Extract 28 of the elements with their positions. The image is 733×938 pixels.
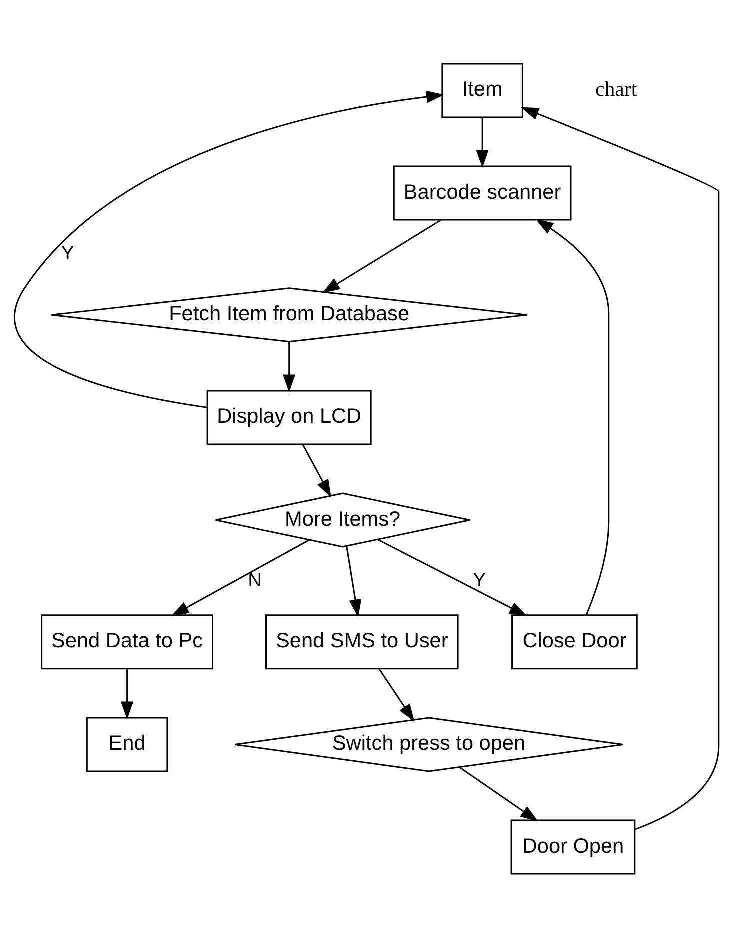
- edge-label: Y: [473, 570, 486, 592]
- arrow: [536, 219, 610, 616]
- node-box: Door Open: [510, 820, 636, 875]
- node-box: End: [86, 717, 168, 772]
- edge-label: N: [248, 570, 262, 592]
- arrow: [378, 668, 415, 722]
- node-box: Display on LCD: [206, 390, 372, 446]
- arrow: [322, 220, 442, 294]
- node-box: Send SMS to User: [266, 614, 459, 670]
- edge-label: Y: [61, 243, 74, 264]
- arrow: [283, 342, 296, 393]
- arrow: [346, 546, 362, 618]
- arrow: [476, 118, 489, 168]
- node-diamond: Switch press to open: [234, 717, 624, 772]
- label: chart: [596, 77, 638, 102]
- node-box: Item: [442, 63, 524, 118]
- arrow: [521, 107, 720, 830]
- arrow: [121, 669, 134, 720]
- arrow: [459, 766, 538, 822]
- node-diamond: Fetch Item from Database: [50, 288, 528, 343]
- node-diamond: More Items?: [215, 492, 471, 548]
- arrow: [302, 444, 332, 498]
- node-box: Send Data to Pc: [41, 614, 214, 670]
- arrow: [171, 539, 310, 616]
- arrow: [14, 90, 444, 408]
- node-box: Close Door: [512, 614, 638, 670]
- node-box: Barcode scanner: [393, 166, 572, 221]
- arrow: [378, 539, 528, 616]
